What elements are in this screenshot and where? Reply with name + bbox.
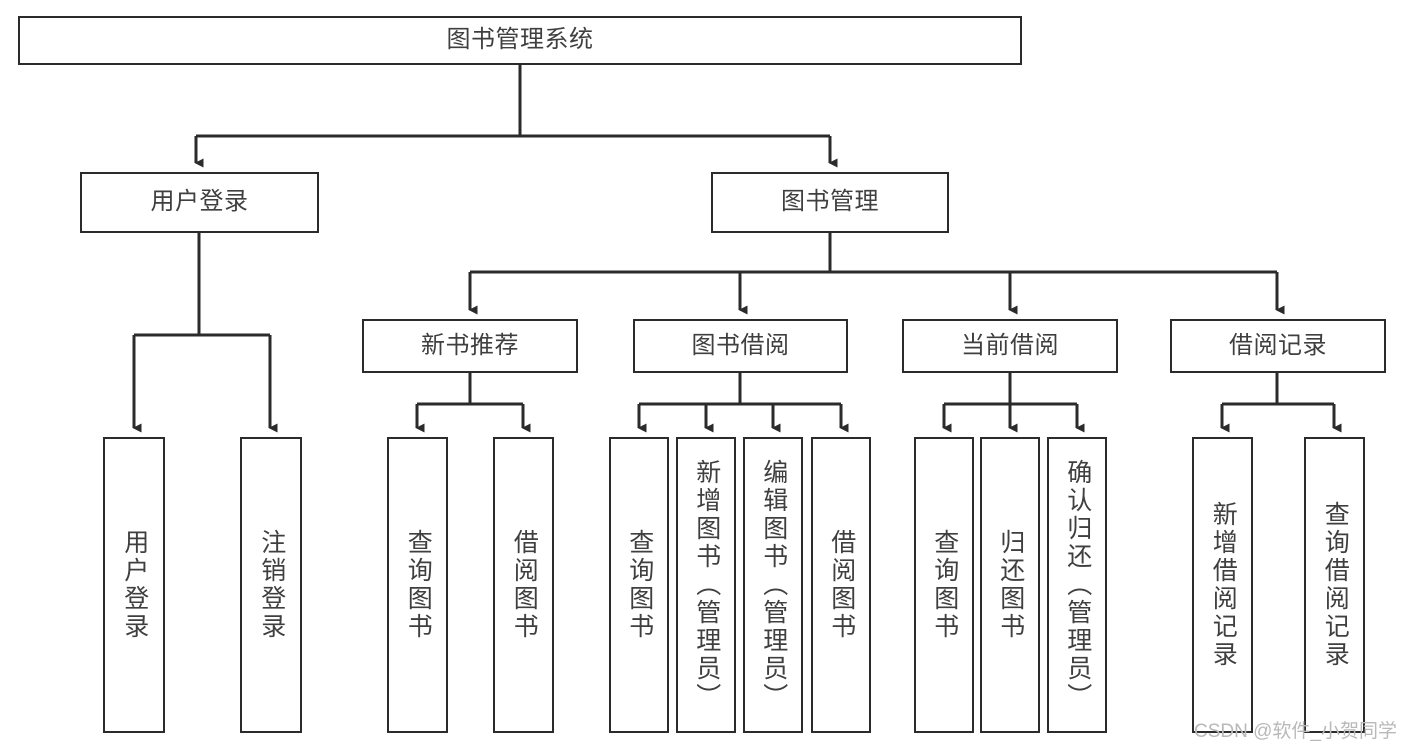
node-borrow-record-label: 借阅记录 [1229,331,1327,359]
node-root-label: 图书管理系统 [446,26,594,54]
node-leaf-confirm-return-label: 确认归还（管理员） [1063,459,1092,711]
node-leaf-query-record[interactable]: 查询借阅记录 [1304,437,1365,733]
node-leaf-query-book-current-label: 查询图书 [930,529,959,641]
node-leaf-query-book-rec[interactable]: 查询图书 [387,437,448,733]
watermark-text: CSDN @软件_小贺同学 [1194,721,1397,742]
node-leaf-return-book[interactable]: 归还图书 [980,437,1040,733]
node-book-borrow-label: 图书借阅 [691,331,790,359]
node-leaf-add-book-label: 新增图书（管理员） [692,459,721,711]
node-leaf-borrow-book-rec[interactable]: 借阅图书 [493,437,554,733]
node-leaf-user-login[interactable]: 用户登录 [103,437,165,733]
node-current-borrow-label: 当前借阅 [961,331,1059,359]
node-book-borrow[interactable]: 图书借阅 [633,319,848,373]
node-user-login-label: 用户登录 [150,188,249,216]
node-leaf-edit-book[interactable]: 编辑图书（管理员） [743,437,803,733]
node-book-manage-label: 图书管理 [781,188,879,216]
node-leaf-query-book-current[interactable]: 查询图书 [914,437,974,733]
node-user-login[interactable]: 用户登录 [80,172,319,233]
node-leaf-borrow-book-rec-label: 借阅图书 [510,529,539,641]
node-new-book-rec-label: 新书推荐 [421,331,519,359]
node-new-book-rec[interactable]: 新书推荐 [362,319,578,373]
node-leaf-add-record-label: 新增借阅记录 [1209,501,1238,669]
node-current-borrow[interactable]: 当前借阅 [902,319,1118,373]
node-root[interactable]: 图书管理系统 [18,16,1022,65]
node-leaf-query-book-borrow-label: 查询图书 [625,529,654,641]
node-leaf-query-record-label: 查询借阅记录 [1321,501,1350,669]
node-borrow-record[interactable]: 借阅记录 [1170,319,1386,373]
node-leaf-query-book-rec-label: 查询图书 [404,529,433,641]
node-leaf-query-book-borrow[interactable]: 查询图书 [609,437,669,733]
node-leaf-return-book-label: 归还图书 [996,529,1025,641]
node-leaf-borrow-book-label: 借阅图书 [827,529,856,641]
node-book-manage[interactable]: 图书管理 [711,172,949,233]
node-leaf-confirm-return[interactable]: 确认归还（管理员） [1047,437,1107,733]
node-leaf-add-book[interactable]: 新增图书（管理员） [676,437,736,733]
node-leaf-logout[interactable]: 注销登录 [240,437,302,733]
node-leaf-logout-label: 注销登录 [257,529,286,641]
node-leaf-edit-book-label: 编辑图书（管理员） [759,459,788,711]
node-leaf-borrow-book[interactable]: 借阅图书 [811,437,871,733]
node-leaf-user-login-label: 用户登录 [120,529,149,641]
node-leaf-add-record[interactable]: 新增借阅记录 [1192,437,1253,733]
